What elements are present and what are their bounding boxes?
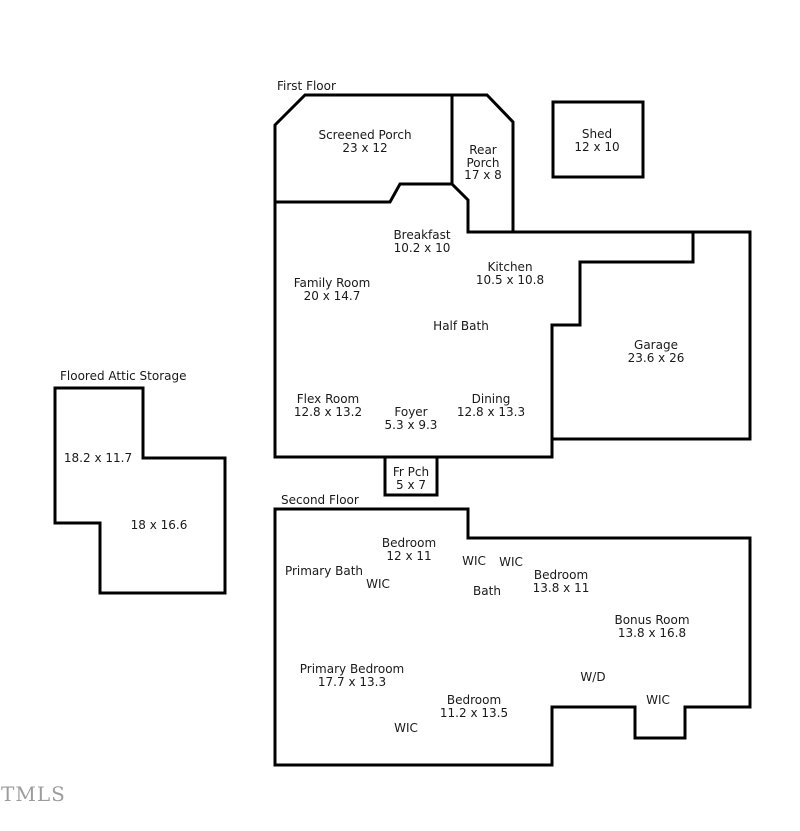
room-label-wd: W/D xyxy=(580,671,605,684)
room-name: Bedroom xyxy=(446,693,502,707)
room-label-half-bath: Half Bath xyxy=(433,320,489,333)
room-dims: 23 x 12 xyxy=(342,140,388,155)
room-label-bedroom-3: Bedroom 11.2 x 13.5 xyxy=(440,694,508,719)
room-label-foyer: Foyer 5.3 x 9.3 xyxy=(385,406,438,431)
room-name: WIC xyxy=(499,555,523,569)
room-label-family-room: Family Room 20 x 14.7 xyxy=(294,277,371,302)
room-dims: 20 x 14.7 xyxy=(303,288,361,303)
room-name: Family Room xyxy=(293,276,371,290)
room-dims: 12.8 x 13.2 xyxy=(293,404,363,419)
room-name: Primary Bath xyxy=(284,564,364,578)
room-dims: 12.8 x 13.3 xyxy=(456,404,526,419)
room-name: Kitchen xyxy=(487,260,533,274)
screened-porch-wall xyxy=(273,182,454,204)
room-label-garage: Garage 23.6 x 26 xyxy=(628,339,685,364)
room-dims: 10.5 x 10.8 xyxy=(475,272,545,287)
room-label-front-porch: Fr Pch 5 x 7 xyxy=(393,466,429,491)
room-name: Rear Porch xyxy=(466,143,500,170)
room-dims: 13.8 x 16.8 xyxy=(617,625,687,640)
room-label-dining: Dining 12.8 x 13.3 xyxy=(457,393,525,418)
room-label-wic-3: WIC xyxy=(366,578,390,591)
room-name: Bath xyxy=(473,584,501,598)
room-dims: 17.7 x 13.3 xyxy=(317,674,387,689)
room-label-bonus-room: Bonus Room 13.8 x 16.8 xyxy=(614,614,689,639)
room-label-flex-room: Flex Room 12.8 x 13.2 xyxy=(294,393,362,418)
room-name: WIC xyxy=(394,721,418,735)
room-label-primary-bath: Primary Bath xyxy=(285,565,363,578)
first-floor-outline xyxy=(273,93,752,459)
room-label-breakfast: Breakfast 10.2 x 10 xyxy=(393,229,450,254)
room-name: Bonus Room xyxy=(614,613,690,627)
room-name: Dining xyxy=(471,392,511,406)
room-name: Fr Pch xyxy=(392,465,430,479)
room-name: WIC xyxy=(462,554,486,568)
room-label-bedroom-1: Bedroom 12 x 11 xyxy=(382,537,436,562)
room-dims: 23.6 x 26 xyxy=(627,350,685,365)
room-dims: 5 x 7 xyxy=(396,477,426,492)
room-dims: 10.2 x 10 xyxy=(393,240,451,255)
room-label-wic-4: WIC xyxy=(646,694,670,707)
room-name: WIC xyxy=(646,693,670,707)
room-label-primary-bedroom: Primary Bedroom 17.7 x 13.3 xyxy=(300,663,404,688)
attic-lower-dims: 18 x 16.6 xyxy=(130,518,188,532)
room-label-screened-porch: Screened Porch 23 x 12 xyxy=(318,129,411,154)
shed-outline xyxy=(551,100,645,179)
room-name: WIC xyxy=(366,577,390,591)
room-dims: 5.3 x 9.3 xyxy=(384,417,438,432)
room-label-wic-5: WIC xyxy=(394,722,418,735)
room-dims: 12 x 10 xyxy=(574,139,620,154)
room-name: Shed xyxy=(581,127,613,141)
room-label-bath: Bath xyxy=(473,585,501,598)
rear-porch-wall xyxy=(449,181,515,234)
room-label-bedroom-2: Bedroom 13.8 x 11 xyxy=(533,569,590,594)
tmls-watermark: TMLS xyxy=(1,782,66,806)
room-label-wic-2: WIC xyxy=(499,556,523,569)
room-name: Primary Bedroom xyxy=(299,662,405,676)
room-label-shed: Shed 12 x 10 xyxy=(574,128,619,153)
first-floor-title: First Floor xyxy=(277,79,336,93)
front-porch-outline xyxy=(383,455,439,497)
room-name: Flex Room xyxy=(296,392,360,406)
second-floor-outline xyxy=(273,507,752,767)
room-label-kitchen: Kitchen 10.5 x 10.8 xyxy=(476,261,544,286)
room-label-wic-1: WIC xyxy=(462,555,486,568)
room-name: Foyer xyxy=(394,405,428,419)
room-name: Breakfast xyxy=(393,228,451,242)
attic-outline xyxy=(53,386,227,595)
attic-upper-dims: 18.2 x 11.7 xyxy=(63,451,133,465)
room-dims: 13.8 x 11 xyxy=(532,580,590,595)
room-dims: 17 x 8 xyxy=(464,168,502,182)
room-dims: 11.2 x 13.5 xyxy=(439,705,509,720)
attic-title: Floored Attic Storage xyxy=(60,369,187,383)
garage-wall xyxy=(550,230,695,441)
room-name: Bedroom xyxy=(533,568,589,582)
second-floor-title: Second Floor xyxy=(281,493,359,507)
room-dims: 12 x 11 xyxy=(386,548,432,563)
room-name: W/D xyxy=(580,670,606,684)
room-name: Bedroom xyxy=(381,536,437,550)
room-name: Half Bath xyxy=(433,319,489,333)
room-label-rear-porch: Rear Porch 17 x 8 xyxy=(464,144,502,182)
room-name: Garage xyxy=(634,338,678,352)
room-name: Screened Porch xyxy=(318,128,412,142)
